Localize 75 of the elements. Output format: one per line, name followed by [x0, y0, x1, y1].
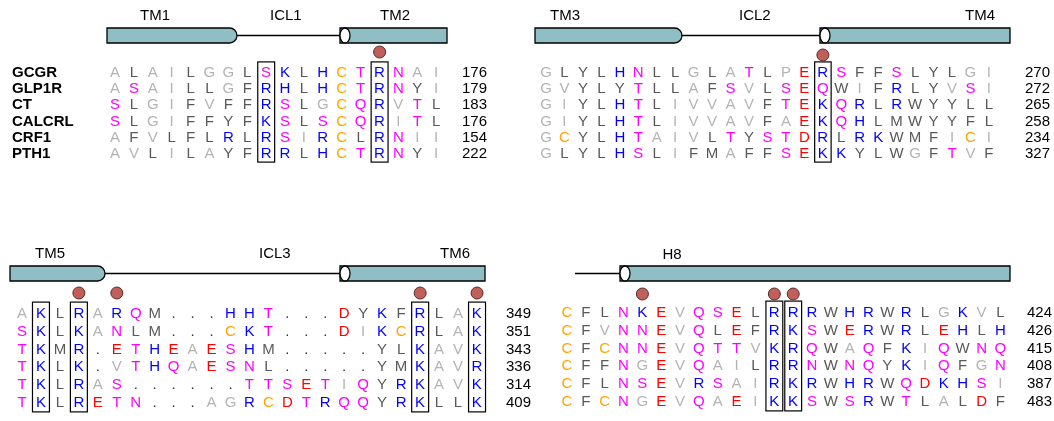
sequence-row-text: C F L N K E V Q S E L R R R W H R W R L G K V L [560, 303, 1006, 320]
sequence-row-text: C F C N G E V Q A E I K K S W S R W T L A L D F [560, 392, 1006, 409]
sequence-row-text: A V L I L A Y F R R L H C T R N Y I [109, 144, 440, 161]
sequence-row-text: G L Y L H S L I F M A F F S E K K Y L W G F T V F [539, 144, 995, 161]
residue-number: 179 [462, 79, 488, 97]
sequence-row-text: G V Y L Y T L L A F S V L S E Q W I F R L Y V S I [539, 79, 992, 97]
loop-line [574, 272, 621, 275]
conserved-column-box [370, 61, 389, 163]
receptor-name: CT [12, 95, 32, 113]
sequence-row-text: S L G I F V F F R S L G C Q R V T L [109, 95, 442, 113]
helix-label: TM2 [380, 6, 410, 23]
helix-label: TM1 [140, 6, 170, 23]
sequence-row-text: T K L R E T N . . . A G R C D T R Q Q Y R K L L K [16, 393, 483, 410]
conserved-column-box [257, 61, 276, 163]
sequence-row-text: T K L K . V T H Q A E S N L . . . . . Y M K A V R [16, 357, 484, 375]
residue-number: 349 [506, 304, 532, 321]
helix-label: TM6 [440, 244, 470, 261]
sequence-row-text: S L G I F F Y F K S L S C Q R I T L [109, 111, 442, 129]
residue-number: 176 [462, 111, 488, 129]
conserved-column-box [467, 301, 487, 413]
loop-label: ICL3 [259, 244, 291, 261]
residue-number: 426 [1027, 320, 1053, 338]
helix-label: TM3 [550, 6, 580, 23]
residue-number: 183 [462, 95, 488, 113]
residue-number: 154 [462, 127, 488, 145]
sequence-row-text: C F C N N E V Q T T V K R Q W A Q F K I Q W N Q [560, 338, 1008, 356]
helix-label: H8 [662, 245, 682, 262]
conserved-column-box [814, 61, 832, 163]
residue-number: 222 [462, 144, 488, 161]
sequence-row-text: C F L N S E V R S A I R K R W H R W Q D K H S I [560, 374, 1004, 392]
sequence-row-text: T K L R A S . . . . . . T T S E T I Q Y R K A V K [16, 375, 483, 393]
residue-number: 408 [1027, 356, 1053, 374]
sequence-row-text: A S A I L L G F R H L H C T R N Y I [109, 79, 440, 97]
loop-line [236, 34, 341, 37]
conserved-column-box [765, 300, 784, 412]
residue-number: 424 [1027, 303, 1053, 320]
helix-label: TM4 [965, 6, 995, 23]
conserved-column-box [411, 301, 430, 413]
conserved-column-box [69, 301, 88, 413]
residue-number: 234 [1025, 127, 1051, 145]
sequence-row-text: T K M R . E T H E A E S H M . . . . . Y L K A V K [16, 339, 483, 357]
loop-label: ICL1 [270, 6, 302, 23]
sequence-row-text: G L Y L H N L L G L A T L P E R S F F S L Y L G I [539, 63, 992, 80]
sequence-row-text: C F F N G E V Q A I L R R N W N Q Y K I Q F G N [560, 356, 1007, 374]
sequence-row-text: A K L R A R Q M . . . H H T . . . D Y K F R L A K [16, 304, 483, 321]
sequence-row-text: G I Y L H T L I V V A V F A E K Q H L M W Y Y F L [539, 111, 995, 129]
sequence-row-text: S K L K A N L M . . . C K T . . . D I K C R L A K [16, 321, 483, 339]
sequence-row-text: G I Y L H T L I V V A V F T E K Q R L R W Y Y L L [539, 95, 995, 113]
residue-number: 336 [506, 357, 532, 375]
conserved-column-box [31, 301, 51, 413]
loop-label: ICL2 [739, 6, 771, 23]
residue-number: 258 [1025, 111, 1051, 129]
receptor-name: GCGR [12, 63, 57, 80]
residue-number: 483 [1027, 392, 1053, 409]
sequence-row-text: A L A I L G G L S K L H C T R N A I [109, 63, 440, 80]
residue-number: 270 [1025, 63, 1051, 80]
sequence-row-text: C F V N N E V Q L E F R K S W E R W R L E H L H [560, 320, 1007, 338]
loop-line [104, 272, 341, 275]
residue-number: 265 [1025, 95, 1051, 113]
residue-number: 343 [506, 339, 532, 357]
residue-number: 272 [1025, 79, 1051, 97]
receptor-name: GLP1R [12, 79, 62, 97]
residue-number: 327 [1025, 144, 1051, 161]
residue-number: 314 [506, 375, 532, 393]
conserved-column-box [784, 300, 803, 412]
residue-number: 415 [1027, 338, 1053, 356]
residue-number: 409 [506, 393, 532, 410]
receptor-name: CRF1 [12, 127, 52, 145]
helix-label: TM5 [35, 244, 65, 261]
loop-line [681, 34, 821, 37]
residue-number: 387 [1027, 374, 1053, 392]
residue-number: 351 [506, 321, 532, 339]
receptor-name: PTH1 [12, 144, 51, 161]
receptor-name: CALCRL [12, 111, 74, 129]
residue-number: 176 [462, 63, 488, 80]
